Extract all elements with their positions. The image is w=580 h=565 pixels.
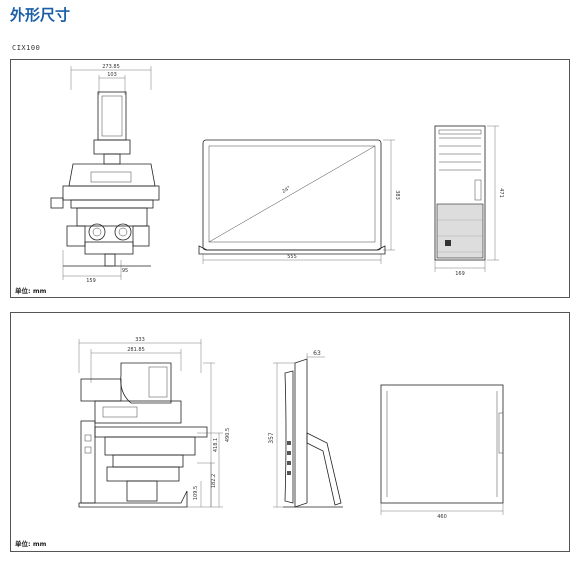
dim-h3: 182.2 <box>211 474 217 488</box>
dim-h4: 109.5 <box>193 486 199 500</box>
dim-inner-depth: 281.85 <box>127 347 145 353</box>
dim-monitor-height: 383 <box>394 190 400 200</box>
microscope-side-drawing <box>78 339 223 508</box>
monitor-side-drawing <box>273 353 343 508</box>
dim-overall-depth: 333 <box>135 337 145 343</box>
page-title: 外形尺寸 <box>10 6 71 24</box>
dim-overall-width: 273.85 <box>102 64 120 70</box>
dim-h2: 418.1 <box>213 438 219 452</box>
dim-h1: 490.5 <box>225 428 231 442</box>
unit-label-bottom: 单位: mm <box>15 540 47 548</box>
pc-side-drawing <box>380 384 504 515</box>
microscope-front-drawing <box>50 66 160 280</box>
dim-pc-depth: 169 <box>455 271 465 277</box>
side-view-drawing: 333 281.85 490.5 418.1 182.2 109.5 63 35… <box>78 337 504 520</box>
monitor-diagonal: 24" <box>281 185 292 195</box>
model-label: CIX100 <box>12 44 41 52</box>
dim-bottom-width: 159 <box>86 278 96 284</box>
dim-top-width: 103 <box>107 72 117 78</box>
front-view-drawing: 273.85 103 159 95 24" 555 383 <box>50 64 504 284</box>
dim-monitor-top-depth: 63 <box>313 350 321 357</box>
dim-bottom-right: 95 <box>122 268 128 274</box>
monitor-front-drawing <box>198 139 395 264</box>
dim-monitor-height-side: 357 <box>268 432 275 444</box>
dim-monitor-width: 555 <box>287 254 297 260</box>
pc-tower-front-drawing <box>434 125 499 272</box>
unit-label-top: 单位: mm <box>15 287 47 295</box>
dim-pc-height: 471 <box>498 188 504 198</box>
side-view-panel: 333 281.85 490.5 418.1 182.2 109.5 63 35… <box>10 312 570 552</box>
front-view-panel: 273.85 103 159 95 24" 555 383 <box>10 59 570 298</box>
dim-pc-side-depth: 460 <box>437 514 447 520</box>
